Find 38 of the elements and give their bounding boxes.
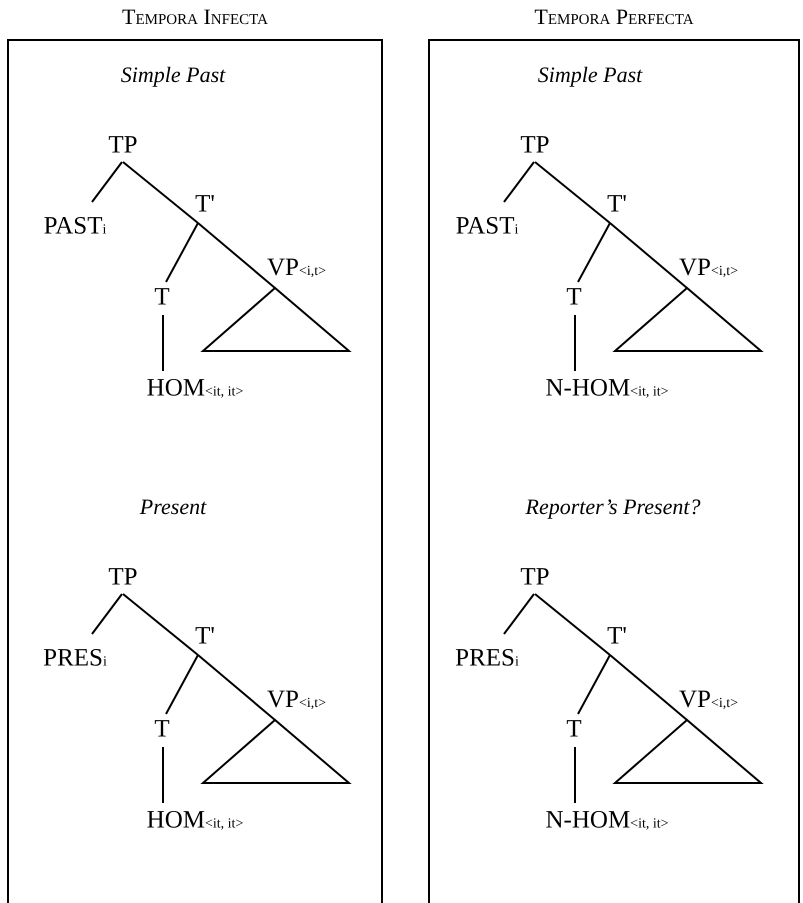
tree-node-label: TP bbox=[108, 564, 138, 590]
tree-branch bbox=[503, 161, 535, 203]
tree-branch bbox=[609, 654, 688, 721]
tree-branch bbox=[534, 593, 611, 656]
tree-branch bbox=[165, 654, 199, 714]
tree-branch bbox=[122, 593, 199, 656]
tree-node-label: T' bbox=[195, 192, 215, 216]
tree-branch bbox=[165, 222, 199, 282]
tree-branch bbox=[609, 222, 688, 289]
panel-heading: Tempora Perfecta bbox=[533, 4, 695, 30]
tree-branch bbox=[162, 315, 164, 371]
tree-node-label: TP bbox=[520, 132, 550, 158]
tense-caption: Simple Past bbox=[120, 62, 226, 88]
tree-node-label: T' bbox=[607, 624, 627, 648]
tree-node-label: TP bbox=[520, 564, 550, 590]
tree-branch bbox=[574, 747, 576, 803]
tree-branch bbox=[91, 161, 123, 203]
tree-branch bbox=[197, 654, 276, 721]
tree-node-label: T bbox=[566, 716, 582, 742]
panel-heading: Tempora Infecta bbox=[121, 4, 269, 30]
tree-node-label: T' bbox=[607, 192, 627, 216]
tree-branch bbox=[577, 222, 611, 282]
tree-branch bbox=[503, 593, 535, 635]
tree-node-label: T bbox=[154, 284, 170, 310]
tree-node-label: T' bbox=[195, 624, 215, 648]
tree-branch bbox=[577, 654, 611, 714]
tree-branch bbox=[534, 161, 611, 224]
tree-node-label: T bbox=[154, 716, 170, 742]
tense-caption: Present bbox=[140, 494, 206, 520]
tree-branch bbox=[91, 593, 123, 635]
tree-node-label: TP bbox=[108, 132, 138, 158]
tense-caption: Simple Past bbox=[538, 62, 642, 88]
tree-branch bbox=[122, 161, 199, 224]
tree-branch bbox=[197, 222, 276, 289]
tree-node-label: T bbox=[566, 284, 582, 310]
tree-branch bbox=[574, 315, 576, 371]
tree-branch bbox=[162, 747, 164, 803]
tense-caption: Reporter’s Present? bbox=[526, 494, 700, 520]
